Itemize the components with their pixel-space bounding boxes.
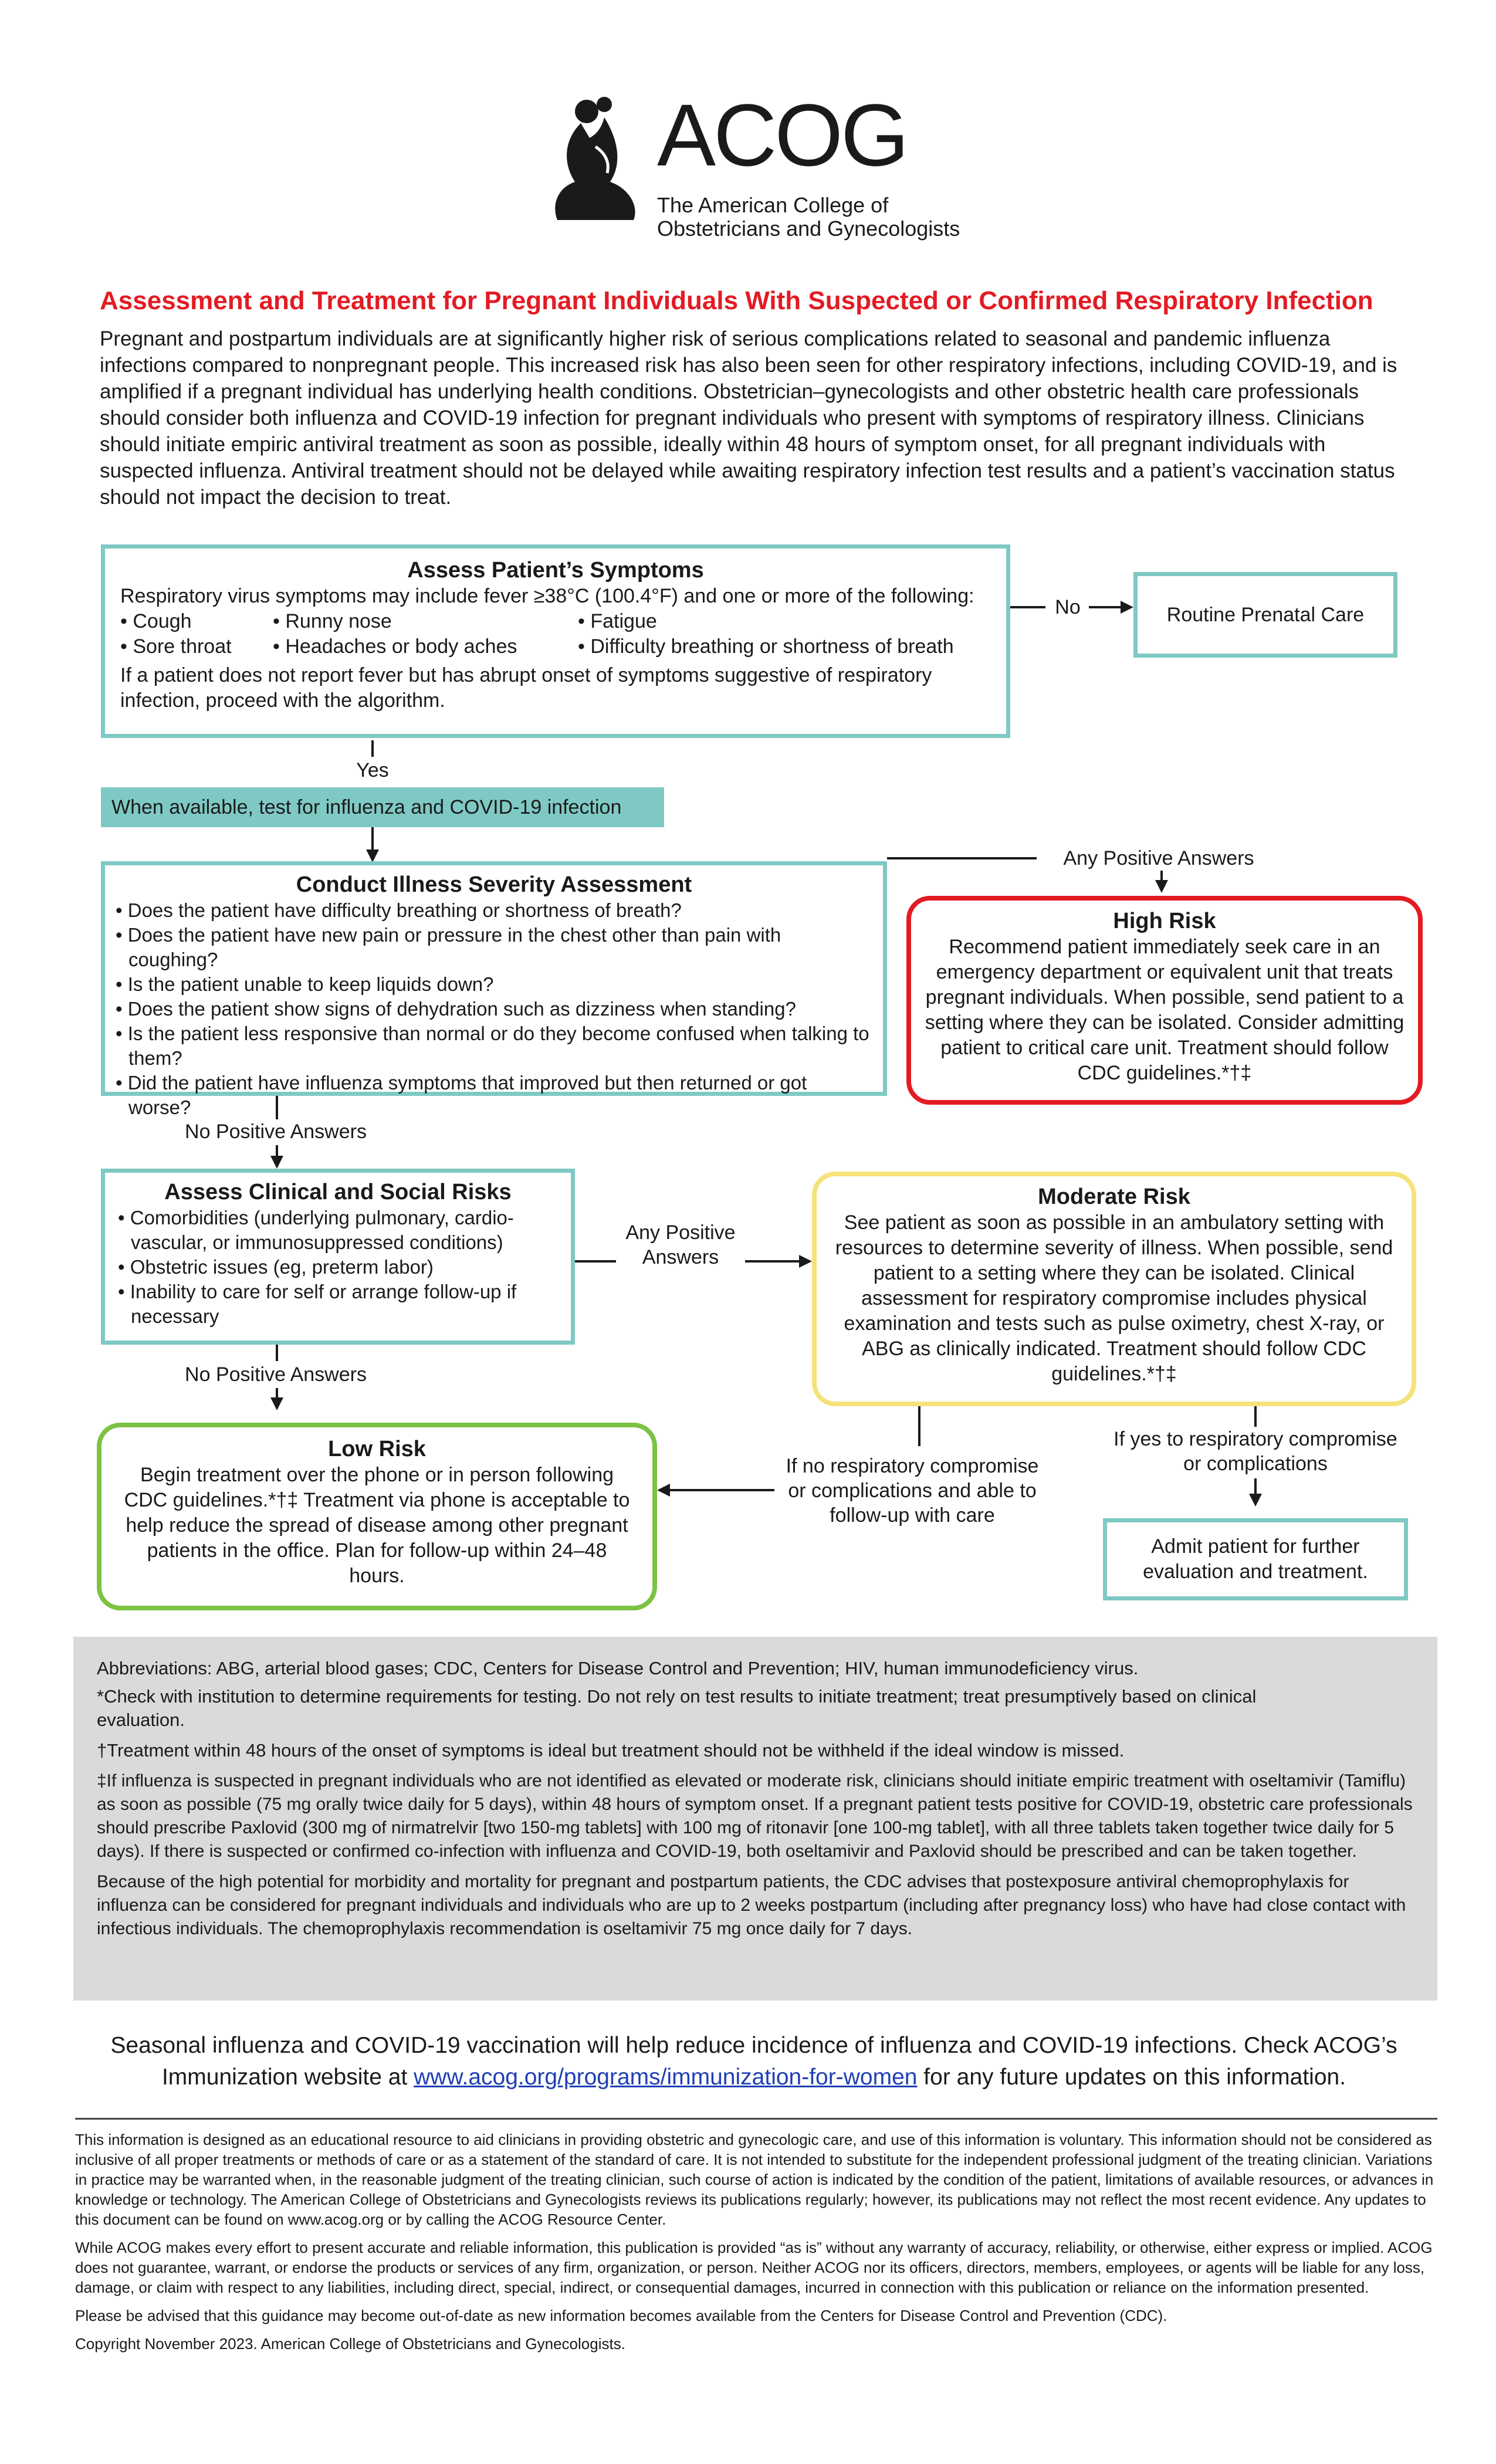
no-connector-line-2 bbox=[1089, 606, 1124, 608]
footnotes-panel: Abbreviations: ABG, arterial blood gases… bbox=[73, 1637, 1437, 2001]
severity-to-clinical-line-1 bbox=[276, 1096, 278, 1121]
yes-connector-line bbox=[371, 740, 374, 757]
any-positive-top-label: Any Positive Answers bbox=[1041, 846, 1276, 871]
clinical-to-low-line-1 bbox=[276, 1345, 278, 1361]
admit-patient-box: Admit patient for further evaluation and… bbox=[1103, 1518, 1408, 1600]
no-connector-line-1 bbox=[1010, 606, 1045, 608]
acog-logo: ACOG The American College of Obstetricia… bbox=[546, 88, 968, 246]
admit-arrowhead bbox=[1249, 1494, 1262, 1507]
symptom-item: Sore throat bbox=[120, 634, 273, 659]
high-risk-box: High Risk Recommend patient immediately … bbox=[906, 896, 1423, 1105]
severity-to-high-line-v bbox=[1160, 871, 1163, 884]
clinical-risk-item: Comorbidities (underlying pulmonary, car… bbox=[118, 1206, 558, 1255]
severity-to-clinical-line-2 bbox=[276, 1145, 278, 1158]
moderate-to-low-line-h bbox=[669, 1489, 774, 1491]
symptom-item: Fatigue bbox=[578, 609, 991, 634]
symptom-item: Runny nose bbox=[273, 609, 578, 634]
moderate-to-low-line-v bbox=[918, 1406, 920, 1446]
symptoms-title: Assess Patient’s Symptoms bbox=[407, 558, 704, 583]
illness-severity-box: Conduct Illness Severity Assessment Does… bbox=[101, 861, 887, 1118]
yes-label: Yes bbox=[346, 758, 399, 783]
footer-divider bbox=[75, 2118, 1437, 2120]
clinical-to-moderate-line-1 bbox=[575, 1260, 616, 1263]
moderate-risk-text: See patient as soon as possible in an am… bbox=[835, 1211, 1393, 1385]
high-risk-text: Recommend patient immediately seek care … bbox=[925, 936, 1404, 1084]
assess-symptoms-box: Assess Patient’s Symptoms Respiratory vi… bbox=[101, 544, 1010, 738]
chemoprophylaxis-note: Because of the high potential for morbid… bbox=[97, 1872, 1406, 1938]
symptoms-note: If a patient does not report fever but h… bbox=[120, 664, 932, 712]
high-risk-title: High Risk bbox=[1113, 909, 1216, 933]
no-label: No bbox=[1050, 595, 1085, 620]
mother-child-emblem-icon bbox=[555, 97, 635, 220]
clinical-risk-item: Obstetric issues (eg, preterm labor) bbox=[118, 1255, 558, 1280]
symptom-item: Difficulty breathing or shortness of bre… bbox=[578, 634, 991, 659]
low-risk-box: Low Risk Begin treatment over the phone … bbox=[97, 1423, 657, 1610]
moderate-risk-title: Moderate Risk bbox=[1038, 1184, 1190, 1209]
disclaimer-paragraph-1: This information is designed as an educa… bbox=[75, 2131, 1434, 2228]
any-positive-mid-label: Any Positive Answers bbox=[616, 1220, 745, 1270]
severity-question: Does the patient have difficulty breathi… bbox=[116, 898, 872, 923]
symptoms-list: Cough Runny nose Fatigue Sore throat Hea… bbox=[120, 609, 991, 659]
no-positive-label-2: No Positive Answers bbox=[153, 1362, 399, 1387]
high-risk-arrowhead bbox=[1155, 880, 1168, 893]
severity-questions: Does the patient have difficulty breathi… bbox=[116, 898, 872, 1120]
logo-org-line2: Obstetricians and Gynecologists bbox=[657, 216, 960, 241]
severity-to-high-line-h1 bbox=[887, 857, 1037, 859]
clinical-to-low-line-2 bbox=[276, 1388, 278, 1401]
moderate-to-admit-line-2 bbox=[1254, 1478, 1257, 1496]
vaccination-text-pre: Seasonal influenza and COVID-19 vaccinat… bbox=[110, 2033, 1397, 2090]
no-arrowhead bbox=[1121, 601, 1133, 614]
clinical-to-moderate-line-2 bbox=[745, 1260, 803, 1263]
abbreviations-note: Abbreviations: ABG, arterial blood gases… bbox=[97, 1658, 1139, 1678]
moderate-to-admit-line-1 bbox=[1254, 1406, 1257, 1430]
disclaimer-paragraph-2: While ACOG makes every effort to present… bbox=[75, 2239, 1433, 2296]
logo-acronym: ACOG bbox=[657, 86, 909, 184]
routine-prenatal-care-label: Routine Prenatal Care bbox=[1166, 603, 1365, 626]
severity-question: Is the patient less responsive than norm… bbox=[116, 1021, 872, 1071]
severity-question: Does the patient show signs of dehydrati… bbox=[116, 997, 872, 1021]
symptom-item: Headaches or body aches bbox=[273, 634, 578, 659]
severity-title: Conduct Illness Severity Assessment bbox=[296, 872, 692, 897]
test-banner: When available, test for influenza and C… bbox=[101, 787, 664, 827]
yes-compromise-label: If yes to respiratory compromise or comp… bbox=[1103, 1427, 1408, 1476]
symptom-item: Cough bbox=[120, 609, 273, 634]
dagger-footnote: †Treatment within 48 hours of the onset … bbox=[97, 1740, 1125, 1761]
double-dagger-footnote: ‡If influenza is suspected in pregnant i… bbox=[97, 1771, 1413, 1861]
clinical-social-risks-box: Assess Clinical and Social Risks Comorbi… bbox=[101, 1169, 575, 1345]
copyright: Copyright November 2023. American Colleg… bbox=[75, 2335, 625, 2353]
star-footnote: *Check with institution to determine req… bbox=[97, 1686, 1257, 1730]
routine-prenatal-care-box: Routine Prenatal Care bbox=[1133, 572, 1397, 658]
banner-to-severity-arrowhead bbox=[366, 849, 379, 862]
page-title: Assessment and Treatment for Pregnant In… bbox=[100, 286, 1373, 315]
clinical-arrowhead bbox=[270, 1156, 283, 1169]
no-compromise-label: If no respiratory compromise or complica… bbox=[777, 1454, 1047, 1528]
clinical-title: Assess Clinical and Social Risks bbox=[164, 1180, 512, 1204]
vaccination-text-post: for any future updates on this informati… bbox=[917, 2064, 1346, 2090]
no-compromise-arrowhead bbox=[657, 1484, 670, 1497]
severity-question: Does the patient have new pain or pressu… bbox=[116, 923, 872, 972]
no-positive-label-1: No Positive Answers bbox=[153, 1119, 399, 1144]
disclaimer-paragraph-3: Please be advised that this guidance may… bbox=[75, 2307, 1167, 2324]
clinical-risk-item: Inability to care for self or arrange fo… bbox=[118, 1280, 558, 1329]
immunization-link[interactable]: www.acog.org/programs/immunization-for-w… bbox=[414, 2064, 918, 2090]
severity-question: Did the patient have influenza symptoms … bbox=[116, 1071, 872, 1120]
low-risk-text: Begin treatment over the phone or in per… bbox=[124, 1464, 630, 1587]
severity-question: Is the patient unable to keep liquids do… bbox=[116, 972, 872, 997]
moderate-arrowhead bbox=[799, 1255, 812, 1268]
disclaimer: This information is designed as an educa… bbox=[75, 2130, 1437, 2354]
admit-patient-text: Admit patient for further evaluation and… bbox=[1143, 1535, 1368, 1583]
vaccination-message: Seasonal influenza and COVID-19 vaccinat… bbox=[70, 2030, 1437, 2093]
low-risk-title: Low Risk bbox=[328, 1437, 426, 1461]
test-banner-text: When available, test for influenza and C… bbox=[111, 796, 622, 818]
low-risk-arrowhead bbox=[270, 1397, 283, 1410]
intro-paragraph: Pregnant and postpartum individuals are … bbox=[100, 327, 1397, 509]
logo-org-line1: The American College of bbox=[657, 193, 889, 217]
banner-to-severity-line bbox=[371, 827, 374, 853]
clinical-risk-list: Comorbidities (underlying pulmonary, car… bbox=[118, 1206, 558, 1329]
moderate-risk-box: Moderate Risk See patient as soon as pos… bbox=[812, 1172, 1416, 1406]
symptoms-lead: Respiratory virus symptoms may include f… bbox=[120, 585, 974, 607]
